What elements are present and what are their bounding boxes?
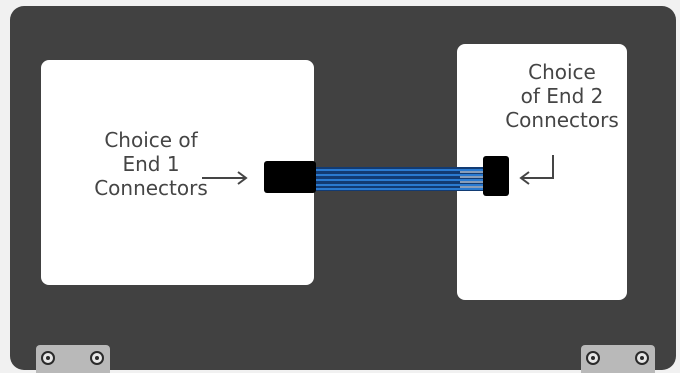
screw-icon <box>90 351 104 365</box>
right-arrow-icon <box>202 171 248 185</box>
return-arrow-icon <box>519 155 554 185</box>
end2-label: Choice of End 2 Connectors <box>505 60 619 132</box>
screw-icon <box>41 351 55 365</box>
screw-icon <box>586 351 600 365</box>
end1-label: Choice of End 1 Connectors <box>94 128 208 200</box>
end1-connector <box>264 161 316 193</box>
left-screw-strip <box>36 345 110 373</box>
end2-connector <box>483 156 509 196</box>
screw-icon <box>635 351 649 365</box>
right-screw-strip <box>581 345 655 373</box>
cable-assembly <box>312 167 486 191</box>
